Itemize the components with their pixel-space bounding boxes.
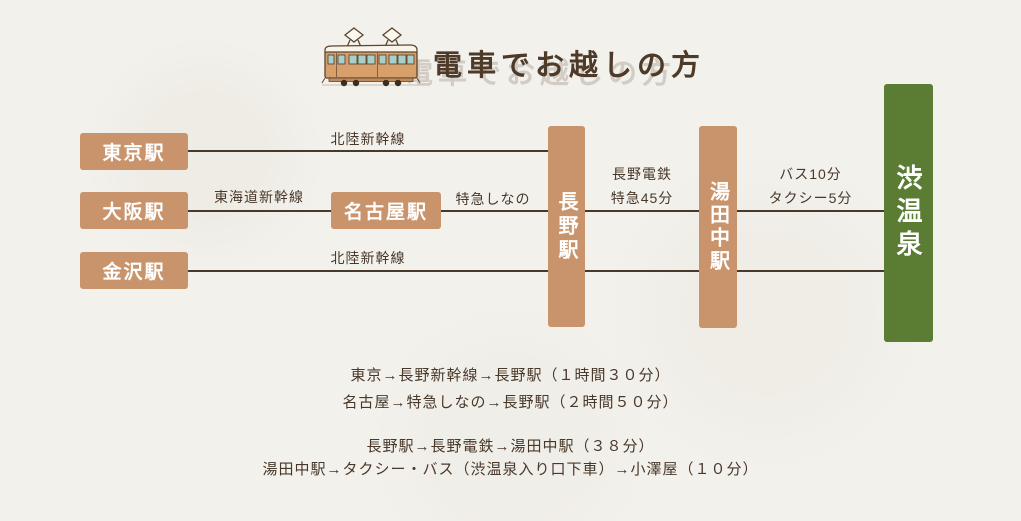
page-title-ghost: 電車でお越しの方 — [404, 58, 677, 90]
notes-nagano-yudanaka: 長野駅→長野電鉄→湯田中駅（３８分） — [366, 438, 655, 455]
nagoya-station-box: 名古屋駅 — [331, 192, 441, 229]
route-label-tokaido-shinkansen: 東海道新幹線 — [214, 189, 304, 205]
kanazawa-station-box: 金沢駅 — [80, 252, 188, 289]
route-line-kanazawa-nagano — [188, 270, 548, 272]
route-label-line: 長野電鉄 — [612, 166, 672, 182]
route-label-bus-taxi: バス10分 タクシー5分 — [737, 162, 884, 210]
route-line-yudanaka-shibu-upper — [737, 210, 884, 212]
tokyo-station-box: 東京駅 — [80, 133, 188, 170]
notes-shinkansen-tokyo: 東京→長野新幹線→長野駅（１時間３０分） — [350, 367, 671, 384]
shibu-onsen-bar: 渋温泉 — [884, 84, 933, 342]
page-title: 電車でお越しの方 — [433, 50, 706, 82]
pantograph-icon — [343, 27, 403, 48]
tram-icon — [321, 27, 421, 87]
route-line-nagoya-nagano — [441, 210, 548, 212]
route-label-hokuriku-shinkansen-top: 北陸新幹線 — [330, 131, 406, 147]
station-label: 名古屋駅 — [343, 202, 428, 223]
osaka-station-box: 大阪駅 — [80, 192, 188, 229]
station-label: 大阪駅 — [102, 202, 166, 223]
station-label: 東京駅 — [102, 143, 166, 164]
notes-shinano-nagoya: 名古屋→特急しなの→長野駅（２時間５０分） — [342, 394, 679, 411]
route-label-limited-express-shinano: 特急しなの — [455, 191, 531, 207]
route-label-line: 特急45分 — [610, 190, 674, 206]
route-label-line: バス10分 — [779, 166, 842, 182]
route-label-line: タクシー5分 — [768, 190, 853, 206]
route-line-tokyo-nagano — [188, 150, 548, 152]
route-line-yudanaka-shibu-lower — [737, 270, 884, 272]
station-label: 金沢駅 — [102, 262, 166, 283]
nagano-station-bar: 長野駅 — [548, 126, 585, 327]
station-label: 湯田中駅 — [706, 181, 729, 273]
route-line-nagano-yudanaka-lower — [585, 270, 699, 272]
station-label: 長野駅 — [555, 190, 577, 263]
route-label-hokuriku-shinkansen-bottom: 北陸新幹線 — [330, 250, 406, 266]
station-label: 渋温泉 — [893, 163, 923, 263]
route-line-osaka-nagoya — [188, 210, 331, 212]
route-label-nagano-dentetsu: 長野電鉄 特急45分 — [585, 162, 699, 210]
notes-yudanaka-ozawaya: 湯田中駅→タクシー・バス（渋温泉入り口下車）→小澤屋（１０分） — [262, 461, 759, 478]
yudanaka-station-bar: 湯田中駅 — [699, 126, 737, 328]
route-line-nagano-yudanaka-upper — [585, 210, 699, 212]
